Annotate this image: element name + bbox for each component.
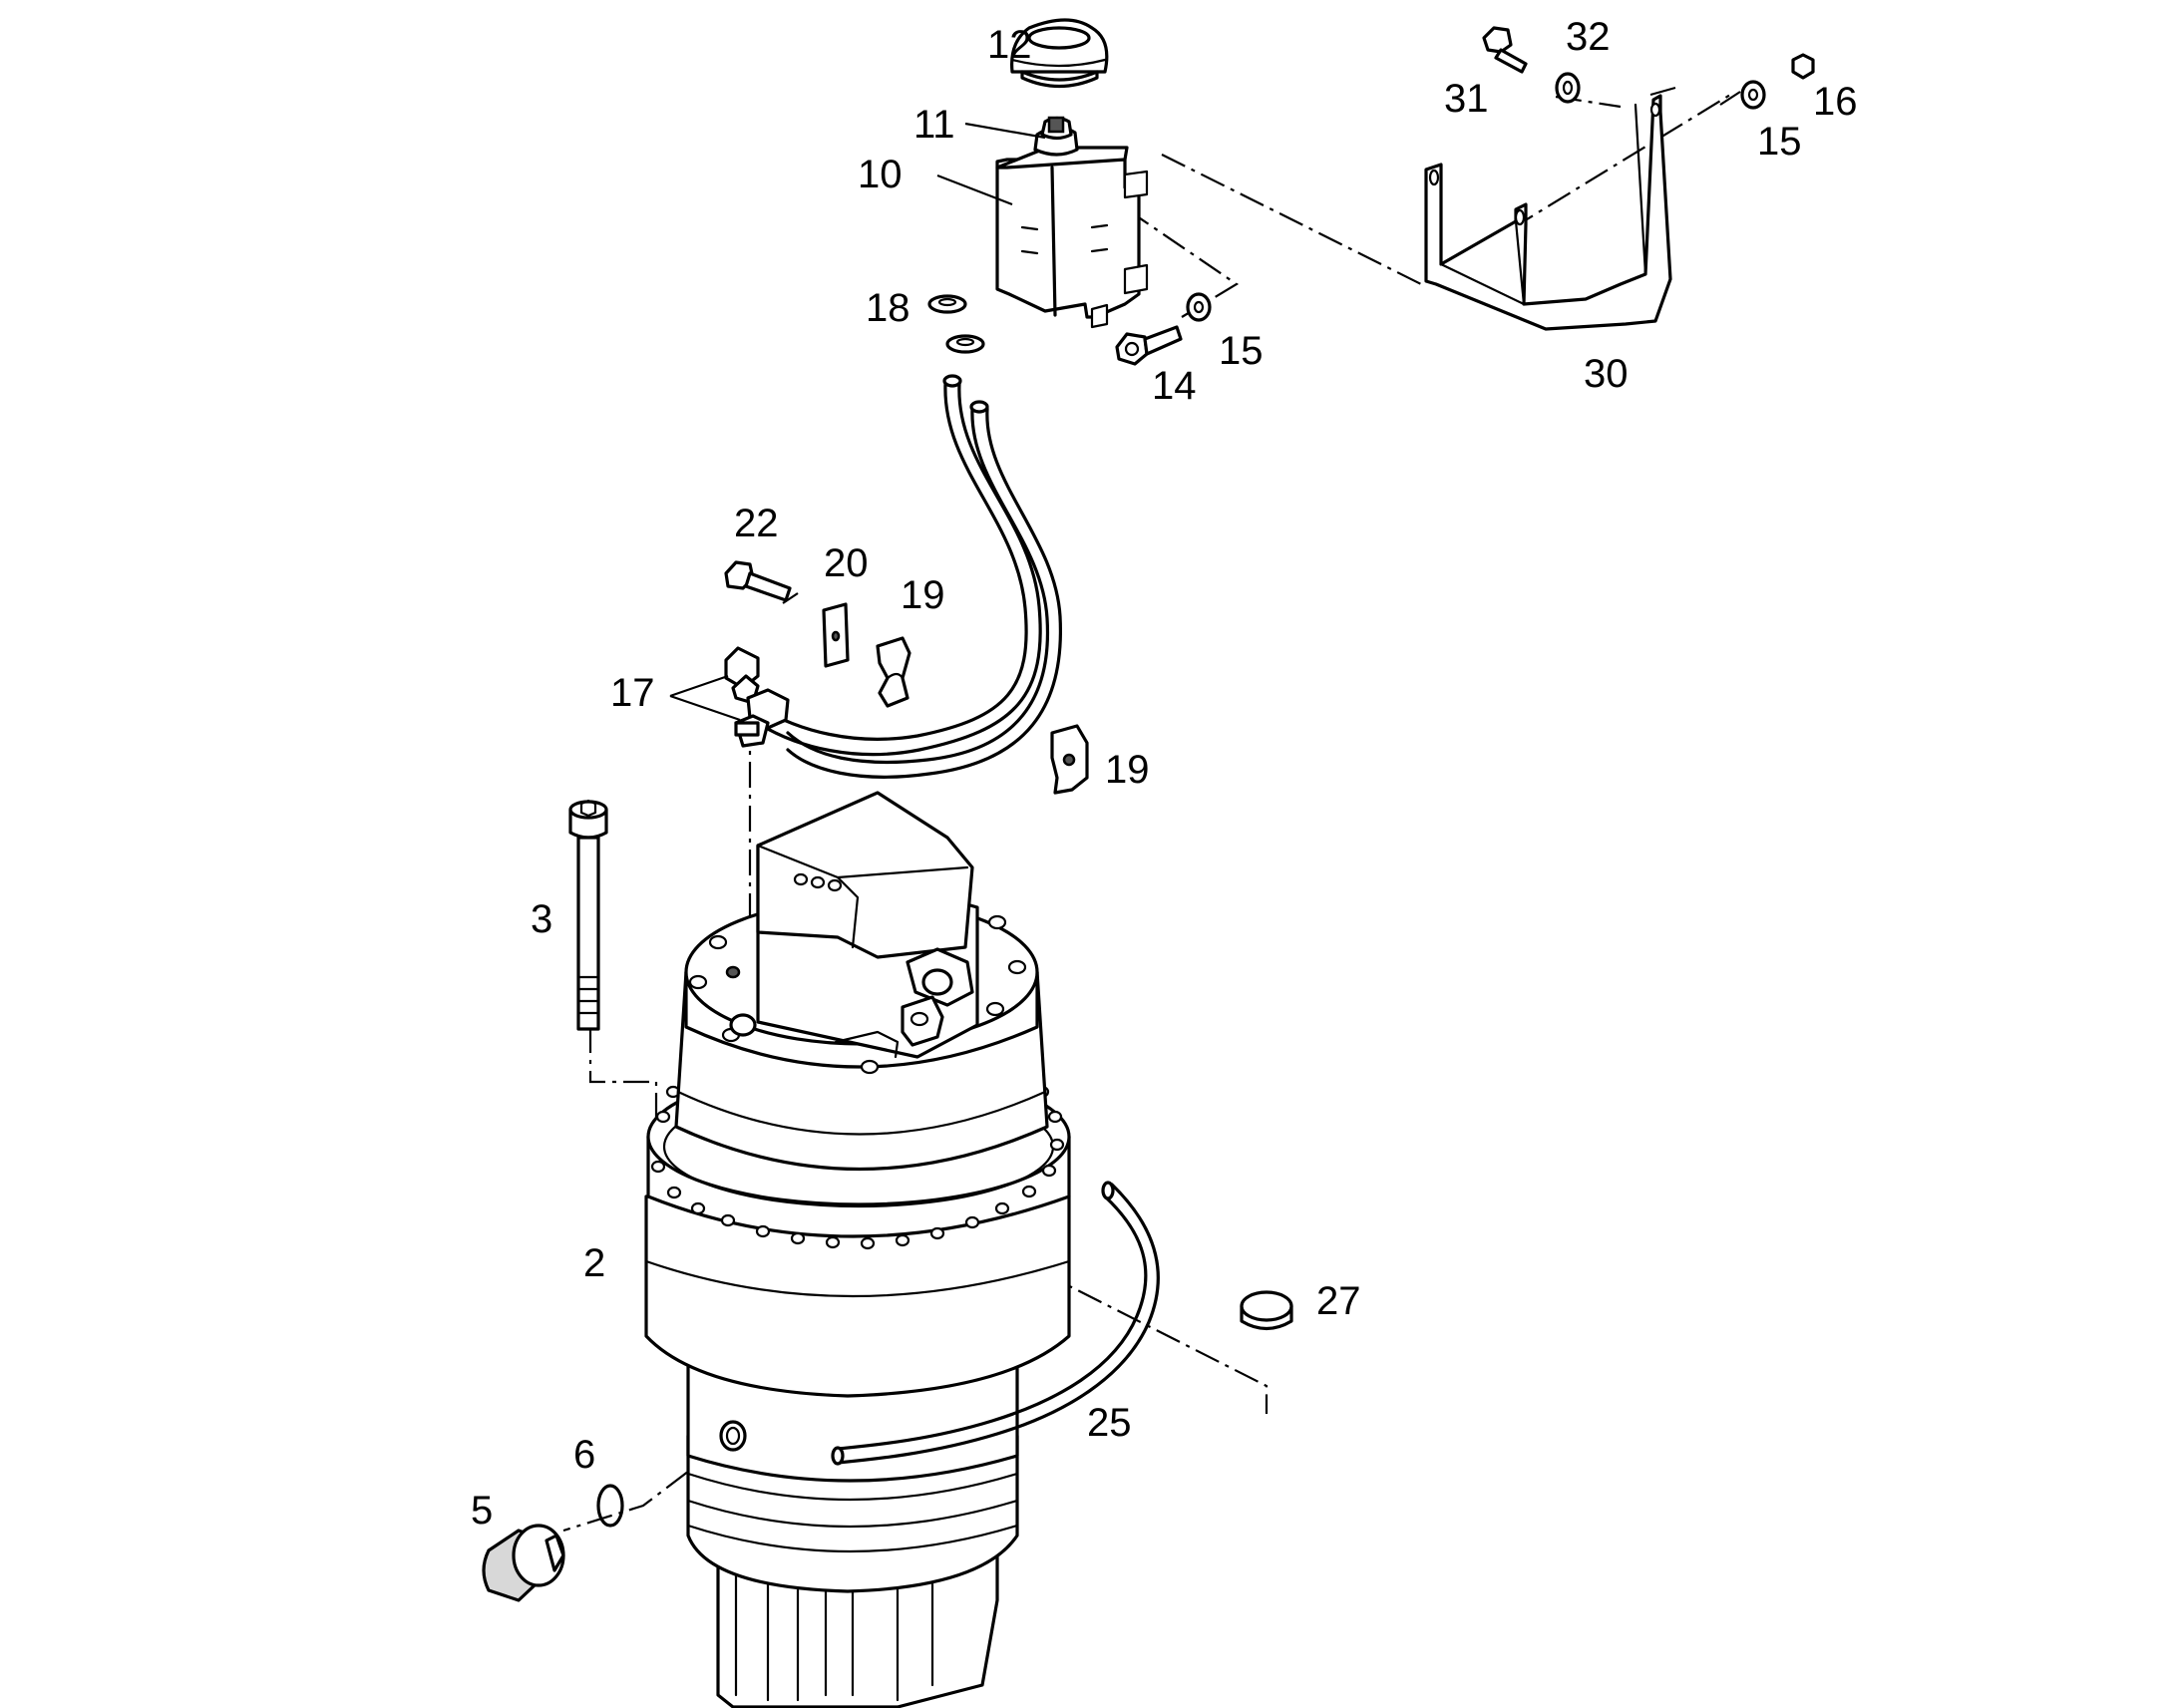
part-labels: 12 11 10 18 14 15 31 32 16 15 30 22 20 1… (471, 15, 1858, 1533)
part-25-pipe (831, 1181, 1160, 1466)
label-part-15-left: 15 (1219, 329, 1264, 373)
part-18-clamps (927, 294, 985, 354)
part-10-reservoir (995, 146, 1149, 329)
label-part-10: 10 (858, 153, 903, 196)
part-3-long-bolt (568, 799, 608, 1031)
label-part-11: 11 (913, 103, 955, 147)
label-part-32: 32 (1566, 15, 1611, 59)
label-part-19-lower: 19 (1105, 748, 1150, 792)
label-part-2: 2 (583, 1241, 605, 1285)
label-part-25: 25 (1087, 1401, 1132, 1445)
hoses (751, 374, 1063, 779)
part-6-oring (596, 1484, 624, 1528)
label-part-18: 18 (866, 286, 910, 330)
part-5-drain-plug (482, 1524, 565, 1602)
part-31-bolt (1482, 26, 1528, 74)
label-part-14: 14 (1152, 364, 1197, 408)
part-11-filler-plug (1033, 116, 1079, 157)
part-19-clip-upper (876, 636, 911, 708)
label-part-15-right: 15 (1757, 120, 1802, 164)
part-30-bracket (1424, 94, 1672, 331)
part-12-cap (1010, 18, 1109, 88)
part-27-plug (1240, 1290, 1293, 1331)
part-2-gearbox (644, 791, 1071, 1708)
part-22-bolt (724, 560, 792, 602)
label-part-30: 30 (1584, 352, 1629, 396)
label-part-3: 3 (531, 897, 552, 941)
label-part-19-upper: 19 (901, 573, 945, 617)
label-part-31: 31 (1444, 77, 1489, 121)
part-17-fittings (724, 646, 790, 748)
leader-lines (669, 122, 1046, 722)
part-20-plate (822, 602, 850, 668)
part-14-screw (1115, 325, 1183, 366)
part-19-clip-lower (1050, 724, 1089, 795)
part-15-washer-right (1740, 80, 1766, 110)
label-part-5: 5 (471, 1489, 493, 1533)
part-15-washer-left (1186, 292, 1212, 322)
flange-bolt-holes (650, 1085, 1065, 1250)
label-part-6: 6 (573, 1433, 595, 1477)
label-part-20: 20 (824, 541, 869, 585)
label-part-17: 17 (610, 671, 655, 715)
part-32-washer (1555, 72, 1581, 104)
label-part-22: 22 (734, 502, 779, 545)
part-16-nut (1791, 53, 1815, 80)
label-part-12: 12 (987, 23, 1032, 67)
label-part-27: 27 (1316, 1279, 1361, 1323)
label-part-16: 16 (1813, 80, 1858, 124)
